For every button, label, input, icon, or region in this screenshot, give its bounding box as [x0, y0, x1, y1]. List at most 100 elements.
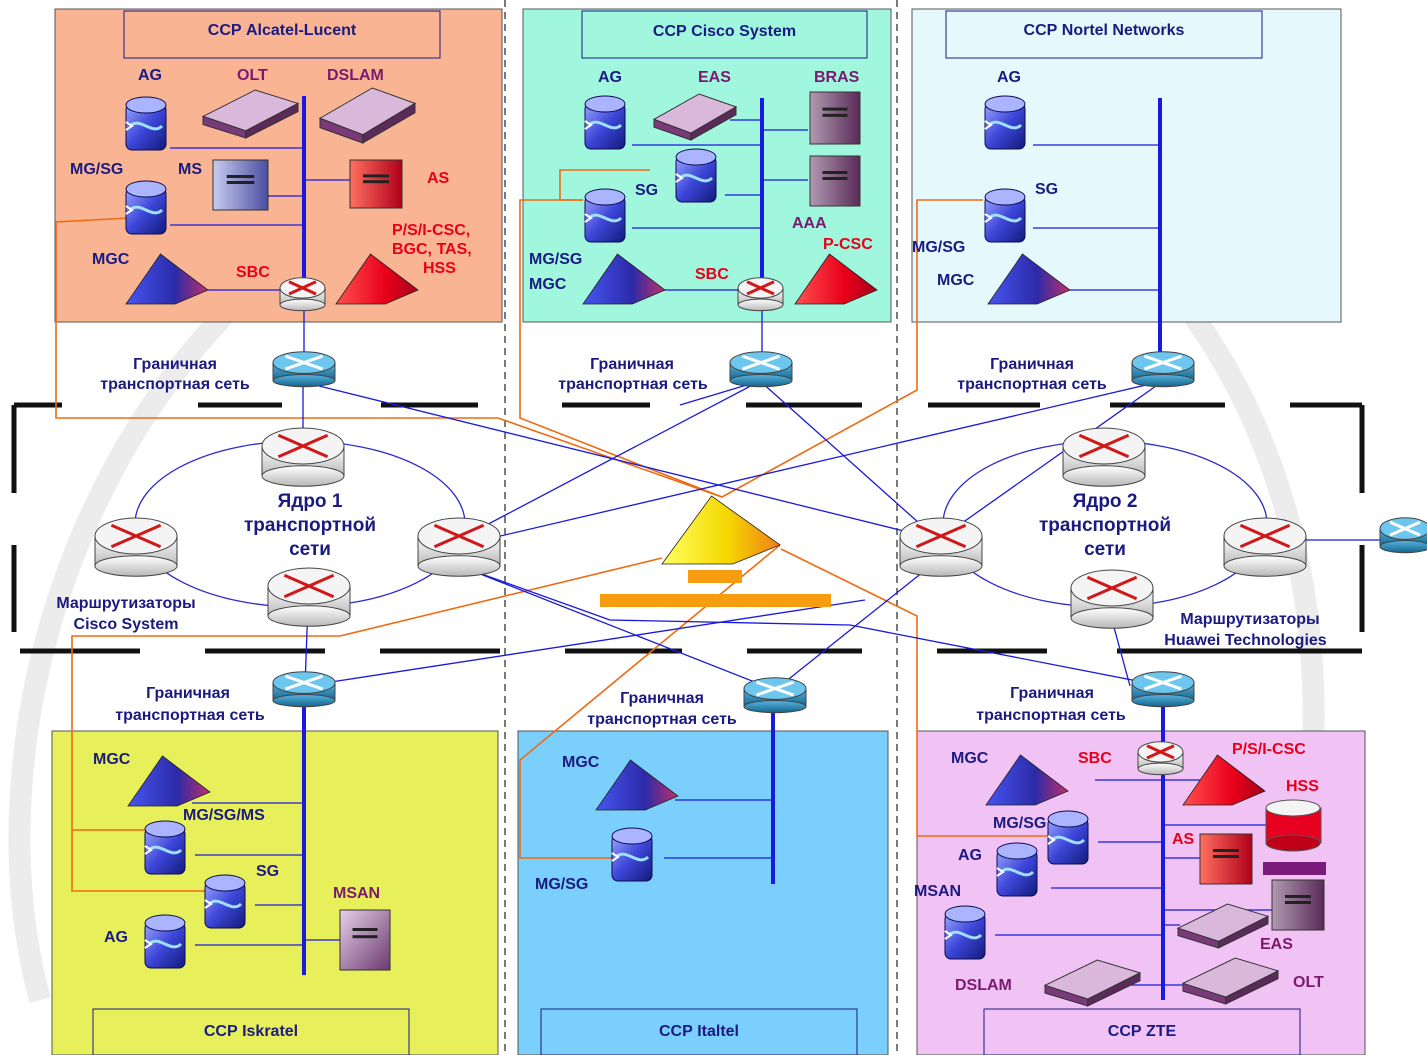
alcatel-ms-label: MS [178, 161, 202, 178]
zte-pcsc-label: P/S/I-CSC [1232, 741, 1306, 758]
title-zte: ССР ZTE [1107, 1023, 1177, 1040]
alcatel-olt-icon [201, 89, 300, 139]
title-nortel: ССР Nortel Networks [1023, 22, 1185, 39]
title-box-zte [983, 1008, 1301, 1055]
iskratel-ag-icon [144, 914, 186, 969]
edge-router-nortel [1131, 351, 1195, 388]
alcatel-sbc-label: SBC [236, 264, 270, 281]
cisco-sg-icon [675, 148, 717, 203]
title-box-nortel [945, 10, 1263, 59]
zte-sbc-icon [1137, 741, 1184, 776]
core2-router-bottom [1070, 569, 1154, 629]
edge-label-nortel-2: транспортная сеть [957, 376, 1107, 393]
zte-as-label: AS [1172, 831, 1195, 848]
title-italtel: ССР Italtel [658, 1023, 739, 1040]
italtel-mgsg-icon [611, 827, 653, 882]
edge-label-alcatel-2: транспортная сеть [100, 376, 250, 393]
alcatel-mgc-icon [125, 253, 209, 305]
title-box-alcatel [123, 10, 441, 59]
nortel-mgc-label: MGC [937, 272, 975, 289]
zte-sbc-label: SBC [1078, 750, 1112, 767]
italtel-mgsg-label: MG/SG [535, 876, 589, 893]
region-alcatel [54, 8, 503, 323]
zte-mgc-label: MGC [951, 750, 989, 767]
title-box-italtel [540, 1008, 858, 1055]
zte-as-icon [1199, 833, 1253, 885]
zte-hss-icon [1263, 799, 1326, 875]
title-cisco: ССР Cisco System [652, 23, 797, 40]
core2-router-left [899, 517, 983, 577]
title-iskratel: ССР Iskratel [203, 1023, 299, 1040]
cisco-ag-icon [584, 95, 626, 150]
iskratel-sg-icon [204, 874, 246, 929]
edge-label-zte-2: транспортная сеть [976, 707, 1126, 724]
cisco-eas-icon [652, 93, 738, 141]
core2-router-top [1062, 427, 1146, 487]
blue-links [302, 380, 1390, 691]
core1-line2: транспортной [243, 515, 377, 536]
iskratel-msan-label: MSAN [333, 885, 381, 902]
edge-label-cisco-2: транспортная сеть [558, 376, 708, 393]
cisco-mgc-icon [582, 253, 666, 305]
edge-router-alcatel [272, 351, 336, 388]
region-iskratel [51, 730, 499, 1055]
alcatel-ms-icon [212, 159, 269, 211]
zte-eas-server-icon [1271, 879, 1325, 931]
core2-line3: сети [1084, 539, 1126, 560]
core2-line2: транспортной [1038, 515, 1172, 536]
zte-eas-label: EAS [1260, 936, 1293, 953]
cisco-sbc-label: SBC [695, 266, 729, 283]
zte-eas-icon [1176, 903, 1270, 949]
orange-bar-small [688, 570, 742, 583]
zte-dslam-icon [1043, 959, 1142, 1007]
zte-dslam-label: DSLAM [955, 977, 1012, 994]
orange-links [55, 169, 1048, 892]
routers-left-line1: Маршрутизаторы [56, 595, 196, 612]
routers-left-line2: Cisco System [73, 616, 179, 633]
edge-label-italtel-1: Граничная [620, 690, 704, 707]
cisco-ag-label: AG [598, 69, 622, 86]
alcatel-mgsg-label: MG/SG [70, 161, 124, 178]
edge-router-cisco [729, 351, 793, 388]
nortel-sg-label: SG [1035, 181, 1059, 198]
cisco-pcsc-icon [794, 253, 878, 305]
alcatel-pcsc-label: P/S/I-CSC, [392, 222, 471, 239]
cisco-sbc-icon [737, 277, 784, 312]
core1-line3: сети [289, 539, 331, 560]
vertical-separators [504, 0, 898, 1055]
italtel-mgc-icon [595, 759, 679, 811]
cisco-bras-label: BRAS [814, 69, 860, 86]
edge-router-iskratel [272, 671, 336, 708]
cisco-mgc-label: MGC [529, 276, 567, 293]
alcatel-as-label: AS [427, 170, 450, 187]
routers-right-line1: Маршрутизаторы [1180, 611, 1320, 628]
alcatel-hss-label: HSS [423, 260, 456, 277]
cisco-aaa-label: AAA [792, 215, 827, 232]
alcatel-dslam-icon [318, 87, 417, 144]
iskratel-mgc-label: MGC [93, 751, 131, 768]
edge-label-iskratel-2: транспортная сеть [115, 707, 265, 724]
zte-ag-label: AG [958, 847, 982, 864]
core1-router-left [94, 517, 178, 577]
orange-bar-large [600, 594, 831, 607]
alcatel-mgc-label: MGC [92, 251, 130, 268]
region-nortel [911, 8, 1342, 323]
zte-olt-label: OLT [1293, 974, 1324, 991]
edge-router-italtel [743, 677, 807, 714]
nortel-mgsg-icon [984, 188, 1026, 243]
alcatel-ag-label: AG [138, 67, 162, 84]
nortel-mgc-icon [987, 253, 1071, 305]
core1-line1: Ядро 1 [277, 491, 343, 512]
title-box-iskratel [92, 1008, 410, 1055]
edge-label-cisco-1: Граничная [590, 356, 674, 373]
core2-router-right [1223, 517, 1307, 577]
central-pyramid-icon [661, 495, 781, 565]
iskratel-mgc-icon [127, 755, 211, 807]
edge-label-nortel-1: Граничная [990, 356, 1074, 373]
alcatel-olt-label: OLT [237, 67, 268, 84]
region-italtel [517, 730, 889, 1055]
italtel-mgc-label: MGC [562, 754, 600, 771]
edge-router-far-right [1379, 517, 1427, 554]
alcatel-dslam-label: DSLAM [327, 67, 384, 84]
edge-label-iskratel-1: Граничная [146, 685, 230, 702]
